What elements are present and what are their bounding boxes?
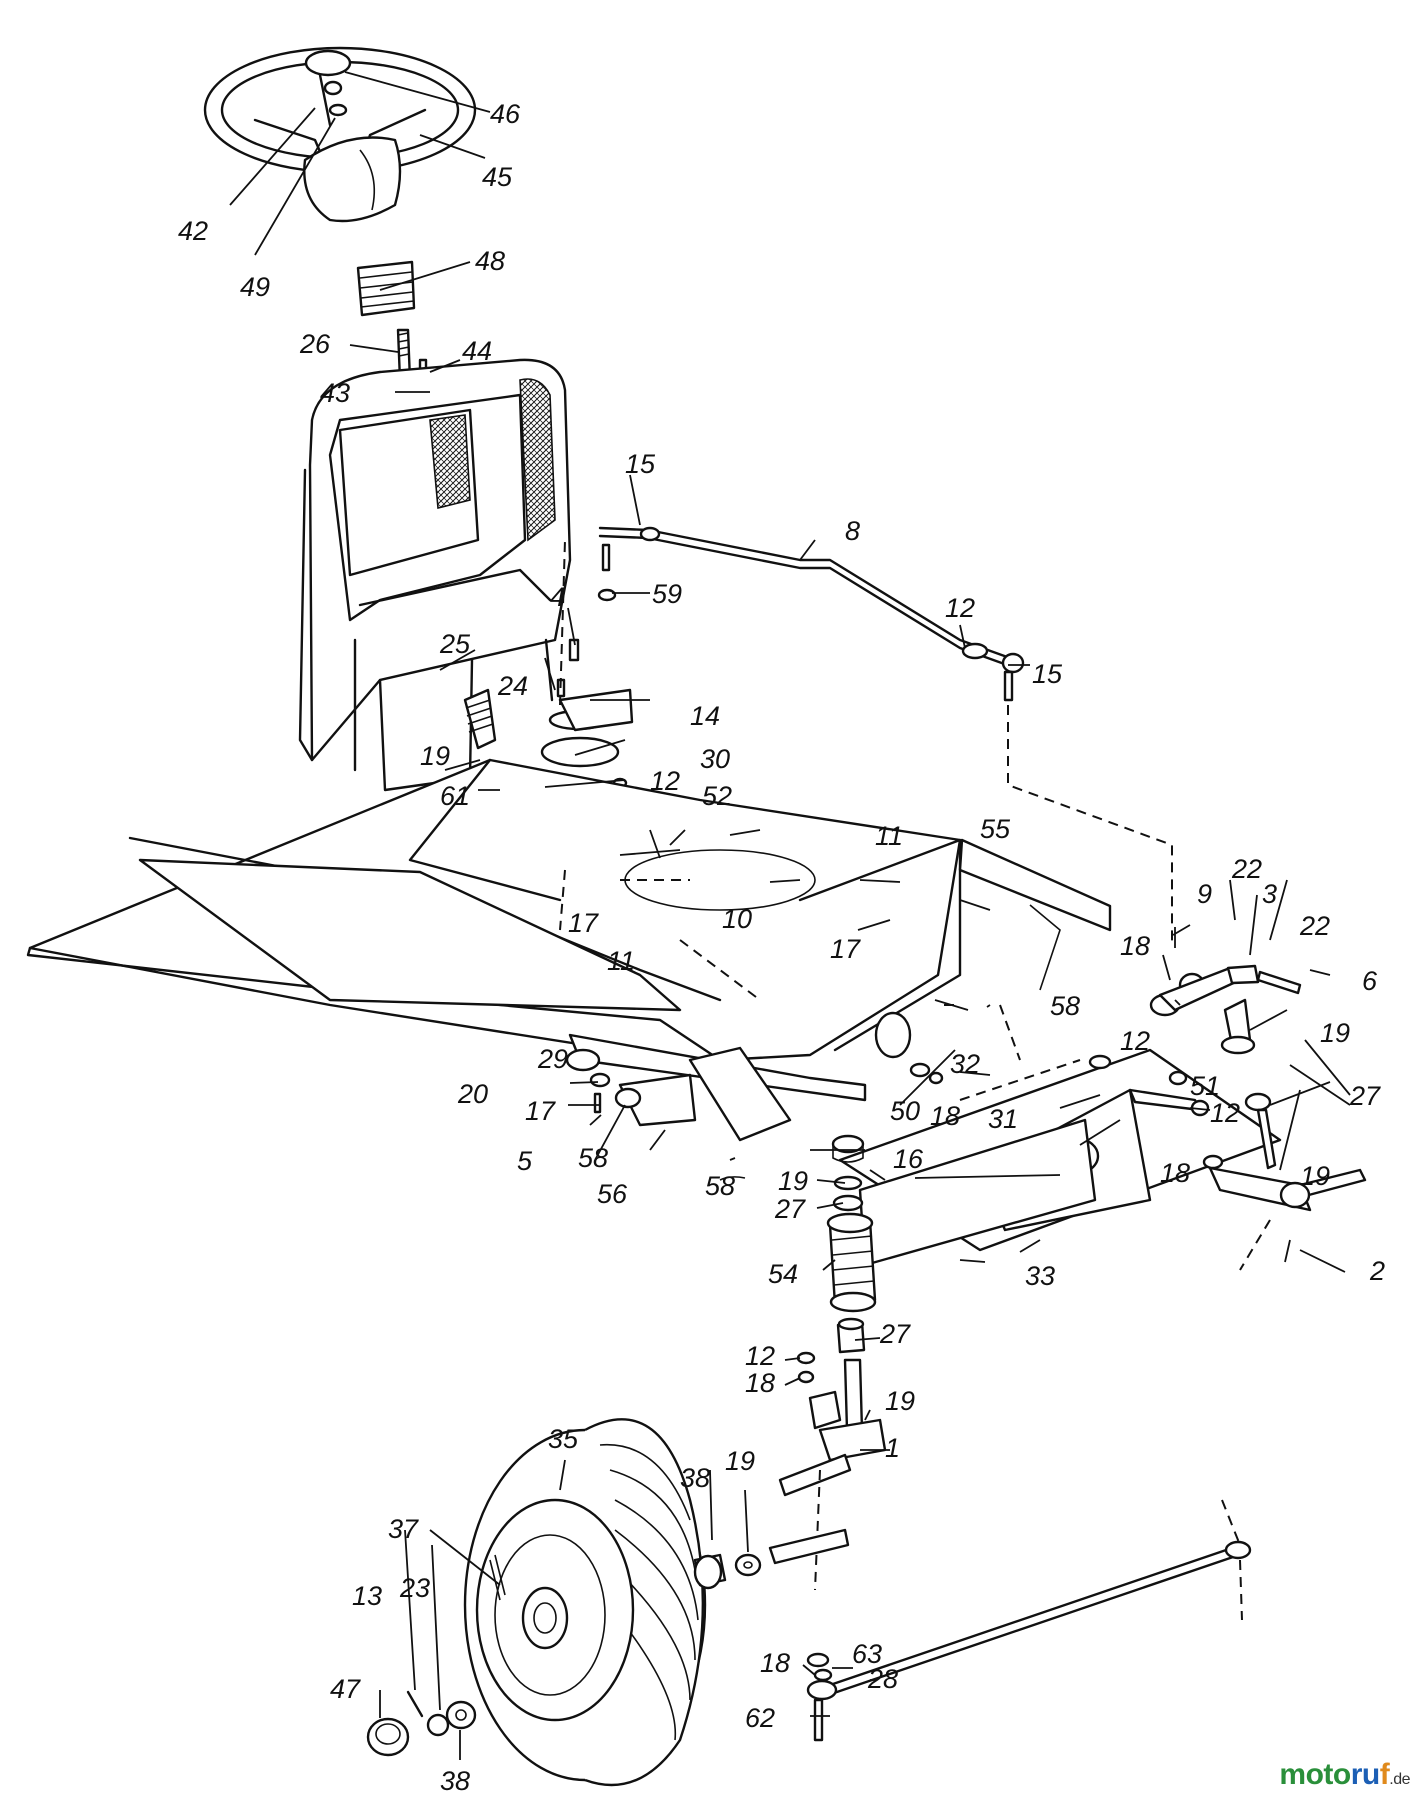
label-47: 47 <box>330 1674 361 1704</box>
label-42: 42 <box>178 216 208 246</box>
left-spindle <box>778 1134 887 1591</box>
label-59: 59 <box>652 579 682 609</box>
label-18b: 18 <box>930 1101 960 1131</box>
label-58c: 58 <box>705 1171 735 1201</box>
label-1: 1 <box>885 1433 900 1463</box>
label-11a: 11 <box>875 821 903 851</box>
label-19f: 19 <box>725 1446 755 1476</box>
label-38b: 38 <box>440 1766 470 1796</box>
label-6: 6 <box>1362 966 1378 996</box>
steering-wheel <box>203 46 477 223</box>
label-12d: 12 <box>1210 1098 1240 1128</box>
label-12c: 12 <box>1120 1026 1150 1056</box>
label-19c: 19 <box>1300 1161 1330 1191</box>
label-62: 62 <box>745 1703 775 1733</box>
label-27a: 27 <box>1349 1081 1381 1111</box>
label-16: 16 <box>893 1144 924 1174</box>
label-11b: 11 <box>607 946 635 976</box>
logo-part-2: ru <box>1350 1758 1381 1791</box>
label-35: 35 <box>548 1424 579 1454</box>
label-38a: 38 <box>680 1463 710 1493</box>
label-61: 61 <box>440 781 470 811</box>
label-15b: 15 <box>1032 659 1063 689</box>
label-27c: 27 <box>879 1319 911 1349</box>
tie-rod <box>806 1499 1252 1742</box>
label-26: 26 <box>299 329 331 359</box>
label-19d: 19 <box>778 1166 808 1196</box>
label-12a: 12 <box>945 593 975 623</box>
label-44: 44 <box>462 336 492 366</box>
label-63: 63 <box>852 1639 882 1669</box>
label-45: 45 <box>482 162 513 192</box>
label-23: 23 <box>399 1573 430 1603</box>
label-19a: 19 <box>420 741 450 771</box>
label-14: 14 <box>690 701 720 731</box>
part-labels: 46 45 42 49 48 26 44 43 15 8 59 12 15 4 … <box>178 99 1385 1796</box>
front-axle <box>838 1048 1282 1267</box>
logo-part-3: f <box>1379 1758 1390 1791</box>
label-58a: 58 <box>1050 991 1080 1021</box>
tractor-frame <box>26 758 1112 1101</box>
label-49: 49 <box>240 272 270 302</box>
label-17c: 17 <box>525 1096 556 1126</box>
label-56: 56 <box>597 1179 628 1209</box>
label-37: 37 <box>388 1514 419 1544</box>
logo-part-1: moto <box>1279 1758 1351 1791</box>
label-18a: 18 <box>1120 931 1150 961</box>
leader-lines <box>229 71 1351 1760</box>
label-18d: 18 <box>745 1368 775 1398</box>
label-29: 29 <box>537 1044 568 1074</box>
label-43: 43 <box>320 378 350 408</box>
label-51: 51 <box>1190 1071 1220 1101</box>
label-58b: 58 <box>578 1143 608 1173</box>
label-8: 8 <box>845 516 860 546</box>
label-3: 3 <box>1262 879 1277 909</box>
dashboard-tower <box>298 358 572 792</box>
hub-parts <box>366 1528 850 1757</box>
label-15a: 15 <box>625 449 656 479</box>
label-31: 31 <box>988 1104 1018 1134</box>
label-27b: 27 <box>774 1194 806 1224</box>
label-22b: 22 <box>1299 911 1330 941</box>
label-19b: 19 <box>1320 1018 1350 1048</box>
label-18c: 18 <box>1160 1158 1190 1188</box>
label-4: 4 <box>550 582 565 612</box>
label-48: 48 <box>475 246 505 276</box>
label-9: 9 <box>1197 879 1212 909</box>
label-2: 2 <box>1369 1256 1385 1286</box>
label-10: 10 <box>722 904 752 934</box>
label-24: 24 <box>497 671 528 701</box>
label-5: 5 <box>517 1146 533 1176</box>
label-54: 54 <box>768 1259 798 1289</box>
label-46: 46 <box>490 99 521 129</box>
label-18e: 18 <box>760 1648 790 1678</box>
label-12b: 12 <box>650 766 680 796</box>
logo-part-4: .de <box>1389 1771 1410 1788</box>
label-52: 52 <box>702 781 732 811</box>
label-12e: 12 <box>745 1341 775 1371</box>
label-25: 25 <box>439 629 471 659</box>
label-13: 13 <box>352 1581 382 1611</box>
label-19e: 19 <box>885 1386 915 1416</box>
motoruf-logo: motoruf.de <box>1279 1758 1410 1792</box>
drag-link <box>597 526 1173 945</box>
axle-support <box>565 1033 944 1181</box>
front-wheel <box>463 1418 707 1787</box>
label-50: 50 <box>890 1096 920 1126</box>
label-17b: 17 <box>830 934 861 964</box>
label-22a: 22 <box>1231 854 1262 884</box>
right-spindle <box>1149 964 1367 1271</box>
label-17a: 17 <box>568 908 599 938</box>
label-32: 32 <box>950 1049 980 1079</box>
label-55: 55 <box>980 814 1011 844</box>
label-28: 28 <box>867 1664 898 1694</box>
label-20: 20 <box>457 1079 488 1109</box>
label-33: 33 <box>1025 1261 1055 1291</box>
label-30: 30 <box>700 744 730 774</box>
